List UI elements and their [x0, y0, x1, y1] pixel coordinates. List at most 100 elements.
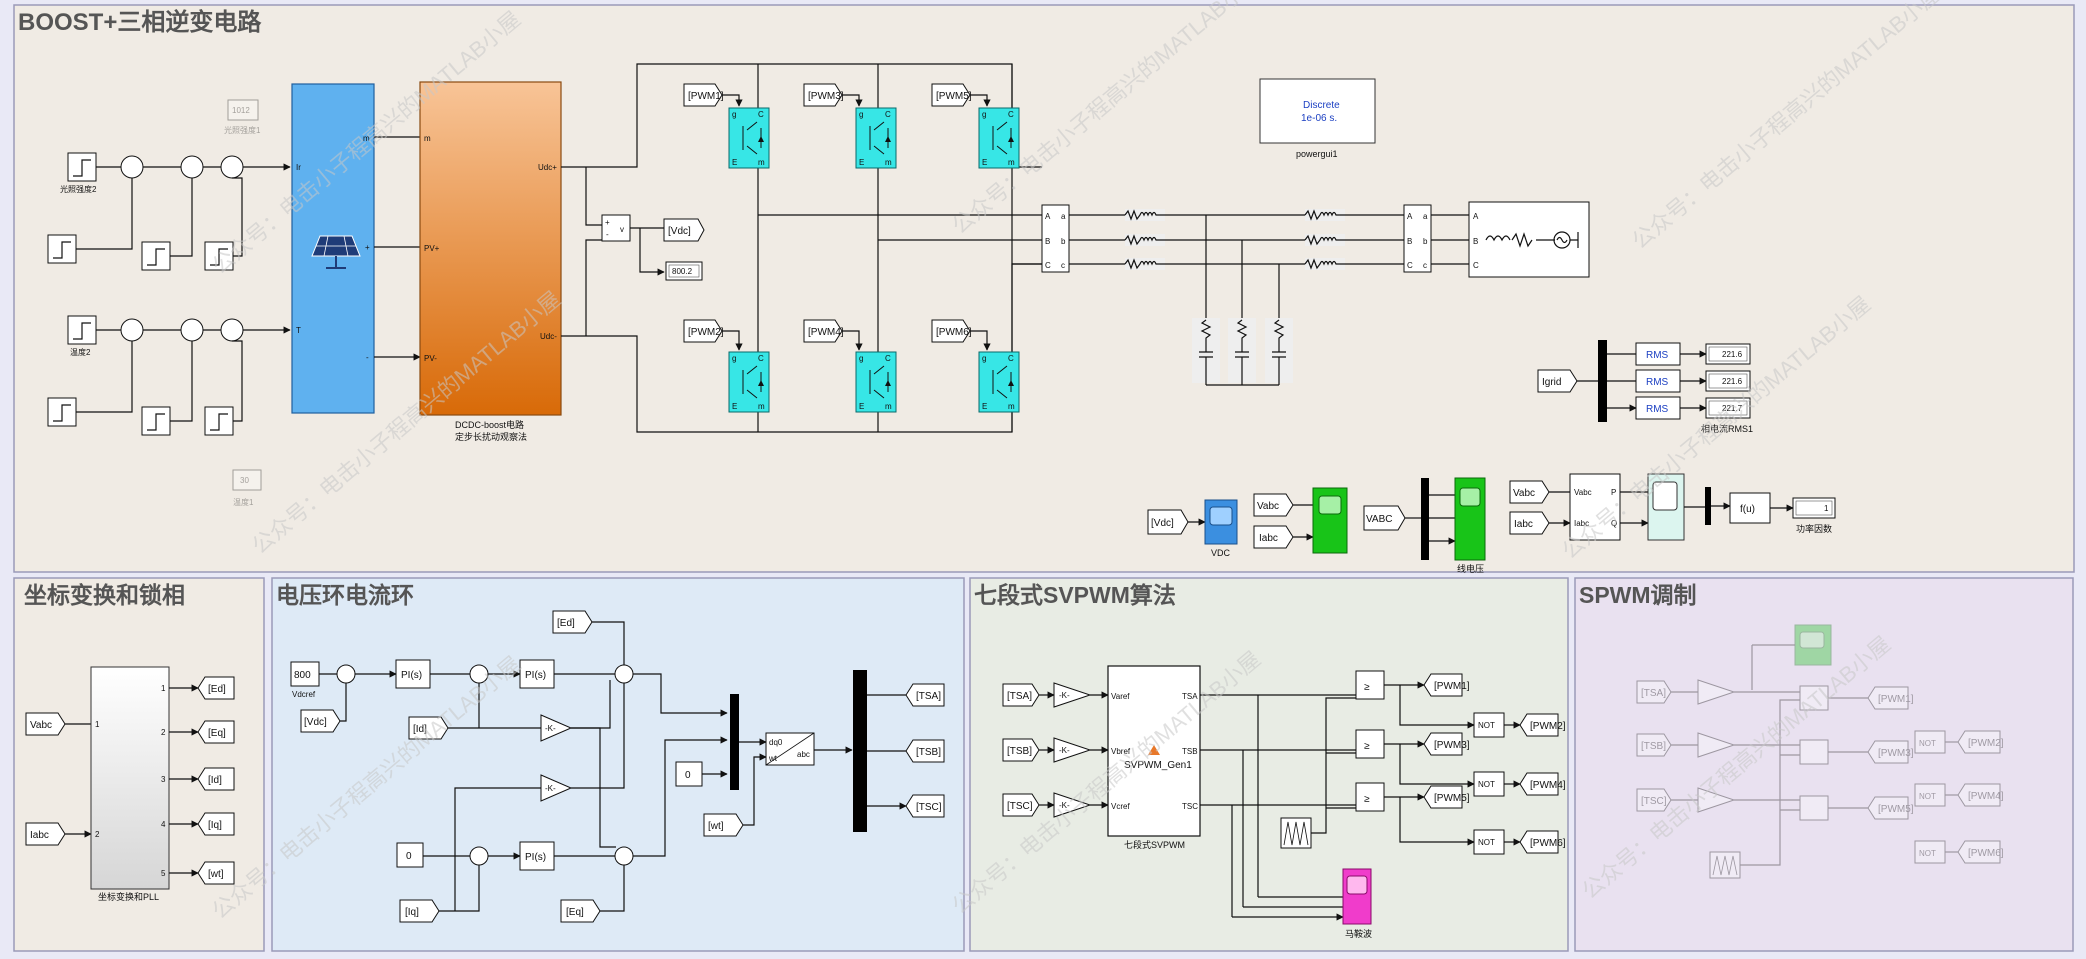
display-vdc[interactable]: 800.2 [665, 261, 703, 281]
const-zero-iq[interactable]: 0 [396, 842, 424, 868]
compare-3[interactable]: ≥ [1355, 782, 1385, 812]
spwm-carrier[interactable] [1709, 851, 1741, 879]
gain-svpwm-2[interactable]: -K- [1053, 737, 1092, 763]
rl-branch-1[interactable] [1124, 209, 1165, 221]
not-spwm-1[interactable]: NOT [1914, 730, 1946, 754]
from-svpwm-3[interactable]: [TSC] [1002, 793, 1040, 817]
rl-branch-4[interactable] [1304, 209, 1345, 221]
rms-block-1[interactable]: RMS [1635, 342, 1681, 366]
display-rms-3[interactable]: 221.7 [1705, 397, 1751, 419]
step-light-4[interactable] [204, 241, 234, 271]
grid-source-block[interactable]: A B C [1468, 201, 1590, 278]
from-pwm-1[interactable]: [PWM1] [683, 83, 724, 107]
filter-branch-3[interactable] [1265, 318, 1293, 385]
const-zero-0axis[interactable]: 0 [675, 761, 703, 787]
compare-spwm-2[interactable] [1799, 739, 1829, 765]
step-temp-2[interactable] [47, 397, 77, 427]
filter-branch-1[interactable] [1192, 318, 1220, 385]
rl-branch-6[interactable] [1304, 258, 1345, 270]
spwm-scope[interactable] [1794, 624, 1832, 666]
fcn-block[interactable]: f(u) [1729, 492, 1771, 524]
goto-svpwm-lower-1[interactable]: [PWM2] [1519, 713, 1566, 737]
pv-array-block[interactable]: Ir T m + - [291, 83, 375, 414]
compare-2[interactable]: ≥ [1355, 729, 1385, 759]
demux-abc[interactable] [853, 670, 867, 832]
not-gate-2[interactable]: NOT [1473, 771, 1505, 797]
meas-bus-1[interactable] [1041, 204, 1070, 273]
from-pwm-5[interactable]: [PWM4] [803, 319, 844, 343]
from-ed-loop[interactable]: [Ed] [552, 610, 593, 634]
from-vdc-loop[interactable]: [Vdc] [300, 709, 341, 733]
meas-bus-2[interactable] [1403, 204, 1432, 273]
goto-spwm-lower-3[interactable]: [PWM6] [1957, 840, 2004, 864]
from-iabc-pq[interactable]: Iabc [1509, 511, 1550, 535]
sum-light-2[interactable] [180, 155, 204, 179]
gain-spwm-2[interactable] [1697, 732, 1736, 758]
compare-spwm-1[interactable] [1799, 685, 1829, 711]
from-iq-loop[interactable]: [Iq] [399, 899, 440, 923]
sum-temp-2[interactable] [180, 318, 204, 342]
sum-uq[interactable] [614, 846, 634, 866]
gain-svpwm-3[interactable]: -K- [1053, 792, 1092, 818]
not-gate-3[interactable]: NOT [1473, 829, 1505, 855]
not-spwm-3[interactable]: NOT [1914, 840, 1946, 864]
goto-spwm-upper-1[interactable]: [PWM1] [1867, 686, 1914, 710]
sum-temp-3[interactable] [220, 318, 244, 342]
step-light-1[interactable]: 光照强度2 [60, 152, 97, 194]
boost-block[interactable]: m PV+ PV- Udc+ Udc- DCDC-boost电路 定步长扰动观察… [419, 81, 562, 442]
goto-svpwm-lower-2[interactable]: [PWM4] [1519, 772, 1566, 796]
mux-dq0[interactable] [730, 694, 739, 790]
from-igrid[interactable]: Igrid [1537, 369, 1578, 393]
mux-pq[interactable] [1705, 487, 1711, 525]
display-rms-2[interactable]: 221.6 [1705, 370, 1751, 392]
goto-coord-5[interactable]: [wt] [197, 861, 235, 885]
from-pwm-3[interactable]: [PWM5] [931, 83, 972, 107]
gain-svpwm-1[interactable]: -K- [1053, 682, 1092, 708]
gain-spwm-1[interactable] [1697, 679, 1736, 705]
sum-light-1[interactable] [120, 155, 144, 179]
gain-d[interactable]: -K- [540, 714, 573, 742]
from-vabc-coord[interactable]: Vabc [25, 712, 66, 736]
rms-block-3[interactable]: RMS [1635, 396, 1681, 420]
sum-light-3[interactable] [220, 155, 244, 179]
filter-branch-2[interactable] [1228, 318, 1256, 385]
step-temp-3[interactable] [141, 406, 171, 436]
from-vabc-scope[interactable]: Vabc [1253, 493, 1294, 517]
const-vdcref[interactable]: 800 Vdcref [290, 661, 320, 699]
gain-spwm-3[interactable] [1697, 787, 1736, 813]
step-light-2[interactable] [47, 234, 77, 264]
from-spwm-3[interactable]: [TSC] [1636, 788, 1672, 812]
scope-vdc[interactable]: VDC [1204, 499, 1238, 558]
from-iabc-coord[interactable]: Iabc [25, 822, 66, 846]
from-svpwm-2[interactable]: [TSB] [1002, 738, 1040, 762]
goto-coord-3[interactable]: [Id] [197, 767, 235, 791]
step-temp-4[interactable] [204, 406, 234, 436]
scope-pq[interactable] [1647, 473, 1685, 541]
from-spwm-1[interactable]: [TSA] [1636, 680, 1672, 704]
sum-ud[interactable] [614, 664, 634, 684]
rl-branch-2[interactable] [1124, 234, 1165, 246]
step-temp-1[interactable]: 温度2 [67, 315, 97, 357]
not-gate-1[interactable]: NOT [1473, 712, 1505, 738]
sum-vdc-error[interactable] [336, 664, 356, 684]
display-rms-1[interactable]: 221.6 [1705, 343, 1751, 365]
pi-voltage[interactable]: PI(s) [395, 659, 431, 689]
compare-1[interactable]: ≥ [1355, 670, 1385, 700]
goto-loop-1[interactable]: [TSA] [905, 683, 945, 707]
const-temp-block[interactable]: 30 温度1 [232, 469, 262, 507]
powergui-block[interactable]: Discrete 1e-06 s. powergui1 [1259, 78, 1376, 159]
pi-current-q[interactable]: PI(s) [519, 841, 555, 871]
voltage-measure-block[interactable]: +- v [601, 214, 631, 242]
goto-svpwm-upper-2[interactable]: [PWM3] [1423, 732, 1470, 756]
not-spwm-2[interactable]: NOT [1914, 783, 1946, 807]
goto-spwm-lower-1[interactable]: [PWM2] [1957, 730, 2004, 754]
rl-branch-5[interactable] [1304, 234, 1345, 246]
svpwm-gen-block[interactable]: Varef Vbref Vcref TSA TSB TSC SVPWM_Gen1… [1107, 665, 1201, 850]
